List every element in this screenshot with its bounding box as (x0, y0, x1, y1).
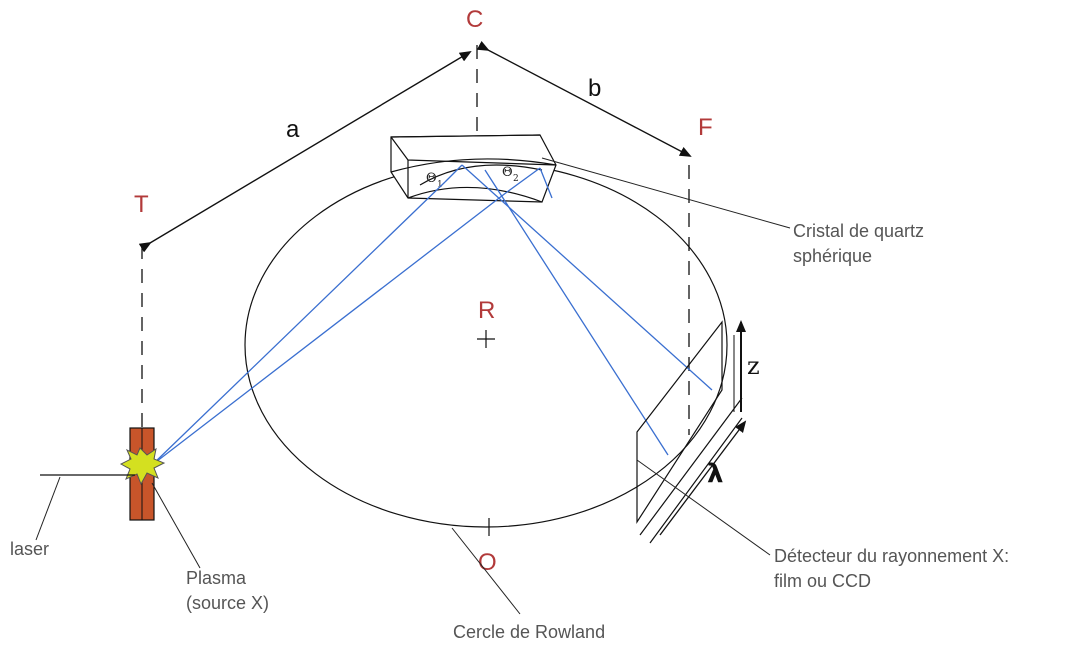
quartz-crystal (390, 134, 557, 203)
plasma-label-line2: (source X) (186, 593, 269, 613)
point-o-label: O (478, 549, 497, 576)
rowland-circle-label: Cercle de Rowland (453, 622, 605, 642)
distance-b-label: b (588, 75, 601, 102)
svg-text:Θ: Θ (426, 171, 437, 186)
xray-rays (151, 164, 713, 466)
distance-arrow-a (138, 50, 472, 253)
laser-label: laser (10, 539, 49, 559)
crystal-label-line1: Cristal de quartz (793, 221, 924, 241)
detector-label-line2: film ou CCD (774, 571, 871, 591)
crystal-label-line2: sphérique (793, 246, 872, 266)
svg-text:2: 2 (513, 174, 519, 184)
lambda-label: λ (707, 459, 723, 489)
point-f-label: F (698, 114, 713, 141)
svg-text:Θ: Θ (502, 165, 513, 180)
point-r-label: R (478, 297, 495, 324)
plasma-label-line1: Plasma (186, 568, 247, 588)
lambda-arrow (659, 420, 747, 536)
detector-label-line1: Détecteur du rayonnement X: (774, 546, 1009, 566)
detector-plane (636, 320, 743, 544)
theta2-label: Θ 2 (502, 165, 519, 184)
theta1-label: Θ 1 (426, 171, 443, 190)
distance-arrow-b (476, 40, 692, 157)
center-cross (477, 330, 495, 348)
svg-text:1: 1 (437, 180, 443, 190)
point-c-label: C (466, 6, 483, 33)
z-label: z (747, 352, 760, 380)
distance-a-label: a (286, 116, 300, 143)
plasma-burst (119, 447, 166, 486)
point-t-label: T (134, 191, 149, 218)
leader-lines (35, 157, 791, 615)
